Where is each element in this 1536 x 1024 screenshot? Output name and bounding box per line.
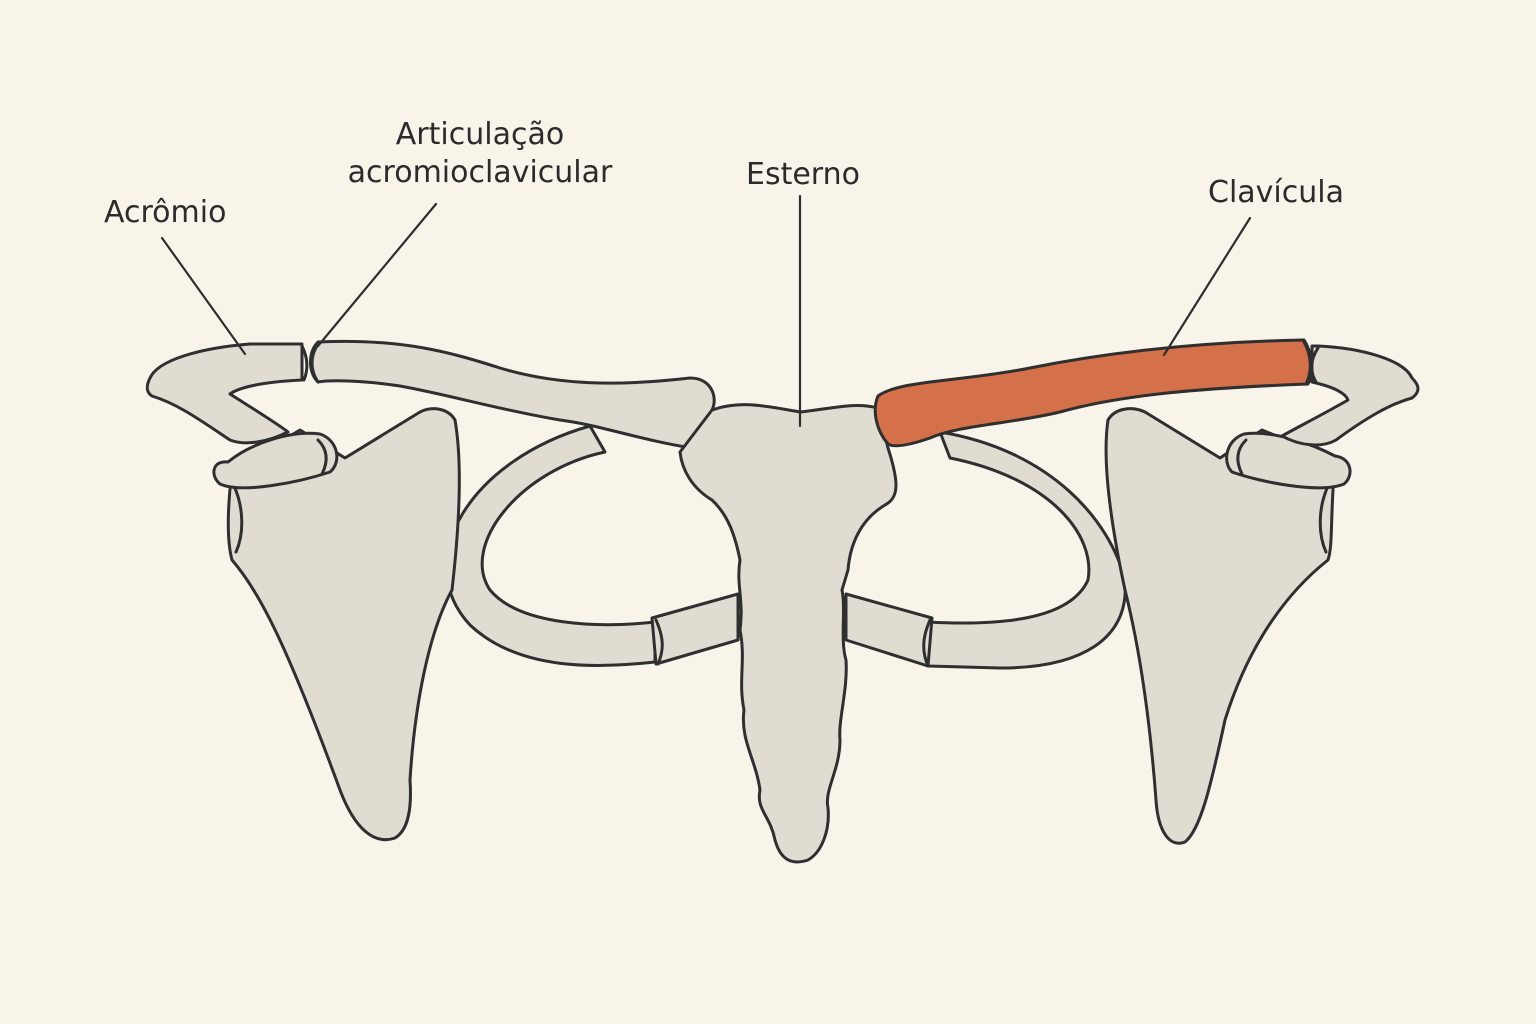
- right-costal-cartilage: [844, 592, 934, 668]
- acromion-leader-line: [160, 236, 247, 356]
- left-acromion: [145, 342, 304, 445]
- left-clavicle: [309, 339, 716, 450]
- left-coracoid: [212, 431, 339, 490]
- left-first-rib: [444, 424, 657, 668]
- right-clavicle-highlighted: [873, 338, 1313, 448]
- left-scapula: [226, 407, 461, 842]
- right-acromion: [1280, 344, 1420, 447]
- clavicle-label: Clavícula: [1208, 175, 1344, 210]
- right-scapula: [1104, 407, 1337, 845]
- ac-joint-label: Articulação acromioclavicular: [334, 116, 626, 192]
- clavicle-leader-line: [1162, 216, 1252, 357]
- ac-joint-label-line1: Articulação: [395, 117, 565, 152]
- sternum: [678, 403, 898, 864]
- right-coracoid: [1225, 431, 1352, 490]
- acromion-label: Acrômio: [104, 195, 227, 230]
- sternum-label: Esterno: [746, 157, 860, 192]
- left-costal-cartilage: [650, 592, 740, 666]
- ac-joint-label-line2: acromioclavicular: [347, 155, 613, 190]
- ac-joint-leader-line: [316, 202, 438, 348]
- right-first-rib: [926, 430, 1127, 670]
